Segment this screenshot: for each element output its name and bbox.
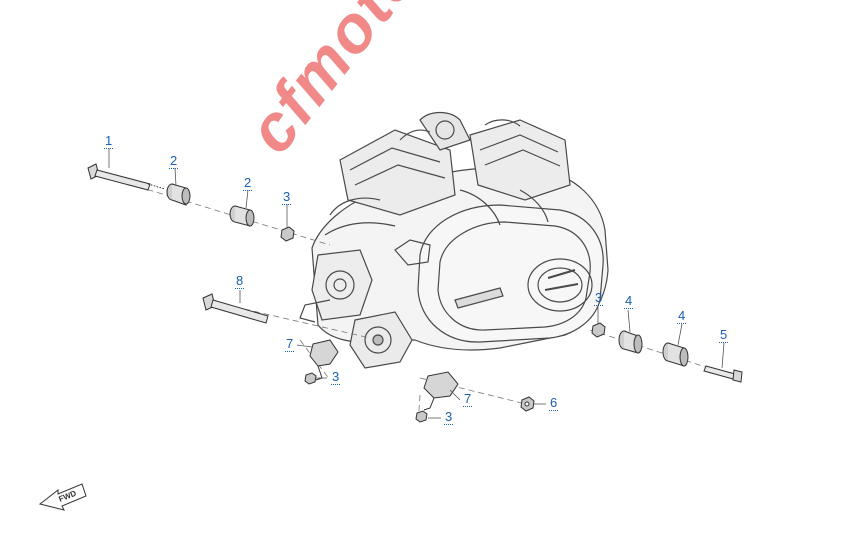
callout-part-2[interactable]: 2 (169, 153, 179, 169)
callout-part-4[interactable]: 4 (624, 293, 634, 309)
part-bracket-lower (423, 371, 459, 411)
callout-part-3[interactable]: 3 (331, 369, 341, 385)
part-bolt-right (703, 365, 743, 383)
leader-lines (108, 148, 725, 419)
part-nut-6 (520, 396, 535, 412)
part-bracket-left (309, 339, 339, 381)
part-bushing-right-left (618, 330, 643, 354)
part-nut-upper (280, 226, 295, 242)
callout-part-5[interactable]: 5 (719, 327, 729, 343)
callout-part-7[interactable]: 7 (463, 391, 473, 407)
callout-part-6[interactable]: 6 (549, 395, 559, 411)
callout-part-1[interactable]: 1 (104, 133, 114, 149)
part-bolt-long-lower (202, 293, 269, 324)
callout-part-3[interactable]: 3 (594, 290, 604, 306)
part-nut-lower-left (304, 372, 317, 385)
callout-part-3[interactable]: 3 (282, 189, 292, 205)
callout-part-7[interactable]: 7 (285, 336, 295, 352)
part-bushing-right-right (662, 342, 689, 367)
part-bolt-long-upper (87, 163, 166, 191)
callout-part-8[interactable]: 8 (235, 273, 245, 289)
part-nut-lower-mid (415, 410, 428, 423)
callout-part-3[interactable]: 3 (444, 409, 454, 425)
fwd-arrow-icon: FWD (38, 483, 87, 511)
callout-part-4[interactable]: 4 (677, 308, 687, 324)
part-nut-right (591, 322, 606, 338)
engine-assembly (299, 111, 609, 369)
part-bushing-upper-right (229, 205, 255, 227)
part-bushing-upper-left (166, 183, 191, 206)
callout-part-2[interactable]: 2 (243, 175, 253, 191)
